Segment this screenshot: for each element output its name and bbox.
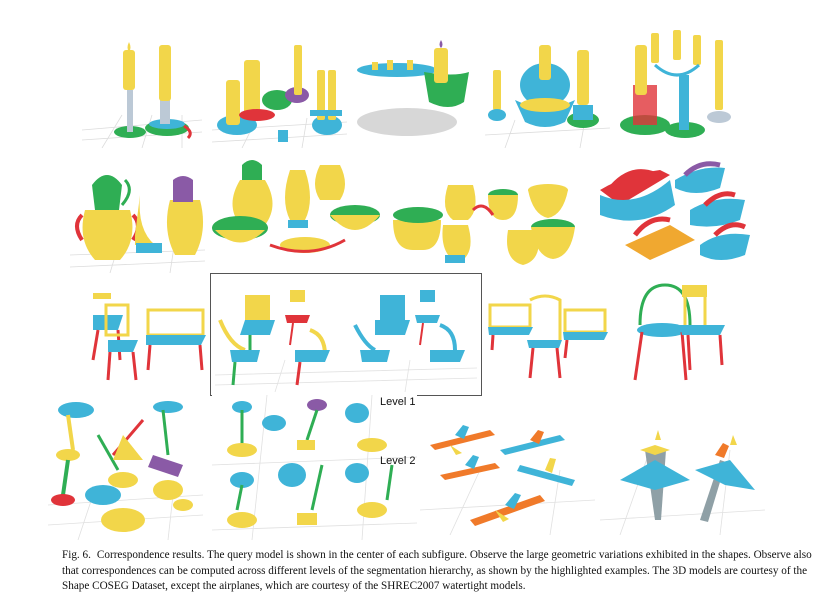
- lamp-panel-1: [48, 395, 203, 540]
- vase-panel-1: [70, 155, 205, 273]
- caption-text: Correspondence results. The query model …: [62, 549, 812, 592]
- candelabra-panel-1: [82, 20, 202, 148]
- chair-panel-4: [620, 280, 740, 390]
- level-2-label: Level 2: [380, 455, 416, 467]
- candelabra-panel-4: [485, 30, 610, 148]
- airplane-panel-1: [420, 410, 595, 535]
- iron-panel: [595, 150, 755, 273]
- candelabra-panel-2: [212, 30, 347, 148]
- vase-panel-2: [210, 150, 385, 273]
- chair-panel-3: [485, 290, 610, 390]
- vase-panel-3: [388, 165, 588, 273]
- candelabra-panel-3: [352, 30, 482, 148]
- chair-panel-1: [78, 285, 210, 390]
- level-1-label: Level 1: [380, 396, 416, 408]
- candelabra-panel-5: [615, 25, 740, 148]
- figure-caption: Fig. 6.Correspondence results. The query…: [62, 548, 822, 595]
- figure-number: Fig. 6.: [62, 549, 91, 561]
- lamp-query-panel: [212, 395, 417, 540]
- chair-query-panel: [215, 280, 477, 392]
- airplane-panel-2: [600, 410, 765, 535]
